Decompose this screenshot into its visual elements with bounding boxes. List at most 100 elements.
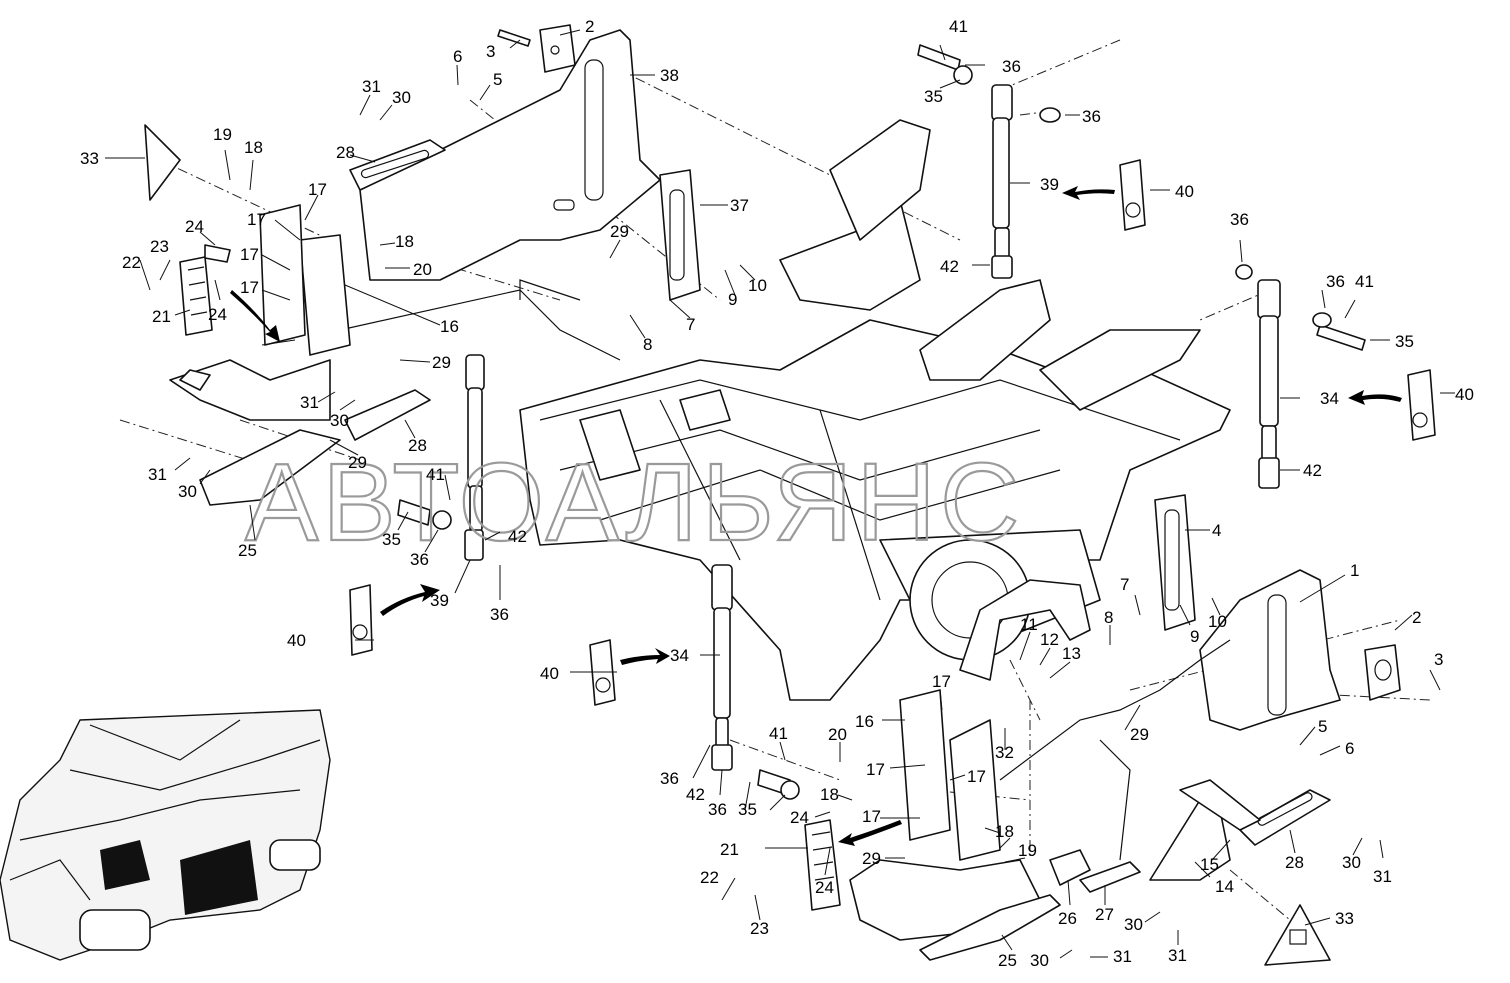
skid-25-left bbox=[199, 429, 341, 506]
callout-36: 36 bbox=[410, 550, 429, 569]
callout-29: 29 bbox=[1130, 725, 1149, 744]
callout-31: 31 bbox=[1373, 867, 1392, 886]
callout-24: 24 bbox=[185, 217, 204, 236]
callout-14: 14 bbox=[1215, 877, 1234, 896]
pad-21-right bbox=[804, 819, 841, 911]
callout-32: 32 bbox=[995, 743, 1014, 762]
callout-23: 23 bbox=[150, 237, 169, 256]
pin-35-left bbox=[397, 499, 452, 530]
callout-26: 26 bbox=[1058, 909, 1077, 928]
bracket-2-left bbox=[497, 24, 576, 73]
callout-30: 30 bbox=[1124, 915, 1143, 934]
warning-triangle-33-left bbox=[144, 124, 181, 201]
callout-7: 7 bbox=[1120, 575, 1129, 594]
callout-21: 21 bbox=[720, 840, 739, 859]
skid-25-right bbox=[919, 894, 1061, 961]
callout-17: 17 bbox=[240, 278, 259, 297]
callout-31: 31 bbox=[300, 393, 319, 412]
plate-1 bbox=[1199, 569, 1341, 731]
callout-31: 31 bbox=[1113, 947, 1132, 966]
callout-30: 30 bbox=[178, 482, 197, 501]
skid-28-upper-left bbox=[349, 139, 446, 191]
callout-30: 30 bbox=[330, 411, 349, 430]
callout-29: 29 bbox=[432, 353, 451, 372]
callout-17: 17 bbox=[932, 672, 951, 691]
callout-10: 10 bbox=[748, 276, 767, 295]
callout-41: 41 bbox=[949, 17, 968, 36]
bracket-40-a bbox=[349, 584, 373, 656]
callout-40: 40 bbox=[540, 664, 559, 683]
callout-34: 34 bbox=[670, 646, 689, 665]
leader-lines bbox=[105, 29, 1455, 959]
callout-41: 41 bbox=[1355, 272, 1374, 291]
callout-40: 40 bbox=[287, 631, 306, 650]
callout-31: 31 bbox=[1168, 946, 1187, 965]
machine-inset-thumbnail bbox=[0, 709, 331, 961]
callout-28: 28 bbox=[408, 436, 427, 455]
callout-11: 11 bbox=[1020, 615, 1038, 634]
bracket-40-c bbox=[1119, 159, 1146, 231]
callout-36: 36 bbox=[1002, 57, 1021, 76]
callout-9: 9 bbox=[728, 290, 737, 309]
callout-16: 16 bbox=[855, 712, 874, 731]
callout-5: 5 bbox=[1318, 717, 1327, 736]
cylinder-34-lower bbox=[711, 564, 800, 800]
callout-20: 20 bbox=[828, 725, 847, 744]
bracket-2-right bbox=[1364, 644, 1401, 701]
callout-12: 12 bbox=[1040, 630, 1059, 649]
skid-28-right bbox=[1239, 789, 1331, 846]
callout-42: 42 bbox=[508, 527, 527, 546]
callout-18: 18 bbox=[820, 785, 839, 804]
skid-26 bbox=[1049, 849, 1091, 886]
callout-39: 39 bbox=[430, 591, 449, 610]
guard-11 bbox=[959, 579, 1091, 681]
callout-37: 37 bbox=[730, 196, 749, 215]
callout-35: 35 bbox=[382, 530, 401, 549]
callout-18: 18 bbox=[995, 822, 1014, 841]
callout-34: 34 bbox=[1320, 389, 1339, 408]
callout-24: 24 bbox=[208, 305, 227, 324]
callout-19: 19 bbox=[1018, 841, 1037, 860]
callout-28: 28 bbox=[336, 143, 355, 162]
callout-18: 18 bbox=[244, 138, 263, 157]
callout-36: 36 bbox=[1230, 210, 1249, 229]
callout-13: 13 bbox=[1062, 644, 1081, 663]
callout-39: 39 bbox=[1040, 175, 1059, 194]
callout-20: 20 bbox=[413, 260, 432, 279]
callout-1: 1 bbox=[1350, 561, 1359, 580]
callout-5: 5 bbox=[493, 70, 502, 89]
callout-17: 17 bbox=[240, 245, 259, 264]
callout-6: 6 bbox=[1345, 739, 1354, 758]
skid-28-lower-left bbox=[344, 389, 431, 441]
callout-8: 8 bbox=[1104, 608, 1113, 627]
callout-24: 24 bbox=[790, 808, 809, 827]
callout-15: 15 bbox=[1200, 855, 1219, 874]
callout-25: 25 bbox=[998, 951, 1017, 970]
callout-38: 38 bbox=[660, 66, 679, 85]
hydraulic-line bbox=[999, 639, 1231, 861]
callout-29: 29 bbox=[862, 849, 881, 868]
callout-6: 6 bbox=[453, 47, 462, 66]
callout-41: 41 bbox=[426, 465, 445, 484]
bracket-4 bbox=[1154, 494, 1196, 631]
callout-33: 33 bbox=[1335, 909, 1354, 928]
callout-2: 2 bbox=[1412, 608, 1421, 627]
callout-28: 28 bbox=[1285, 853, 1304, 872]
callout-17: 17 bbox=[862, 807, 881, 826]
callout-16: 16 bbox=[440, 317, 459, 336]
callout-27: 27 bbox=[1095, 905, 1114, 924]
callout-24: 24 bbox=[815, 878, 834, 897]
skid-27 bbox=[1079, 861, 1141, 893]
callout-25: 25 bbox=[238, 541, 257, 560]
plate-38 bbox=[359, 29, 661, 281]
callout-22: 22 bbox=[700, 868, 719, 887]
callout-29: 29 bbox=[610, 222, 629, 241]
callout-9: 9 bbox=[1190, 627, 1199, 646]
cylinder-39-left bbox=[464, 354, 485, 561]
guard-14 bbox=[1149, 779, 1261, 881]
bracket-37 bbox=[659, 169, 701, 301]
callout-42: 42 bbox=[1303, 461, 1322, 480]
callout-10: 10 bbox=[1208, 612, 1227, 631]
callout-35: 35 bbox=[1395, 332, 1414, 351]
